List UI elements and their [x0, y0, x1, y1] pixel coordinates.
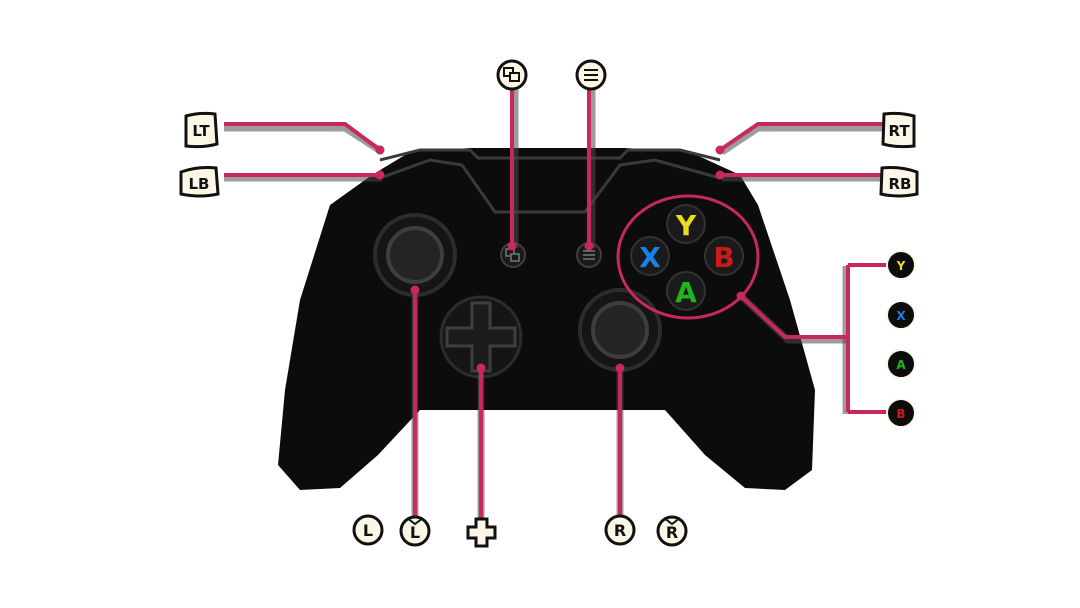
- legend-b-button: B: [886, 398, 916, 428]
- bumper-contour: [379, 148, 721, 162]
- svg-text:RT: RT: [888, 122, 910, 140]
- right-stick[interactable]: [578, 288, 662, 372]
- svg-text:L: L: [363, 521, 373, 540]
- svg-text:B: B: [896, 407, 905, 421]
- rt-label: RT: [881, 111, 916, 149]
- face-buttons-outline: [616, 194, 760, 320]
- svg-text:Y: Y: [896, 259, 906, 273]
- svg-text:X: X: [896, 309, 906, 323]
- legend-a-button: A: [886, 349, 916, 379]
- menu-icon: [575, 59, 607, 91]
- controller-body: [278, 148, 815, 490]
- lb-label: LB: [179, 166, 220, 198]
- legend-y-button: Y: [886, 250, 916, 280]
- svg-text:R: R: [614, 521, 626, 540]
- l-click-label: L: [399, 515, 431, 547]
- svg-text:RB: RB: [889, 175, 912, 193]
- anchor-dots: [375, 145, 746, 373]
- svg-text:L: L: [410, 523, 420, 542]
- left-stick[interactable]: [373, 213, 457, 297]
- view-icon: [496, 59, 528, 91]
- leader-lines: [224, 88, 888, 520]
- y-button[interactable]: Y: [666, 204, 706, 244]
- r-stick-label: R: [604, 514, 636, 546]
- x-button[interactable]: X: [630, 236, 670, 276]
- menu-button[interactable]: [576, 242, 602, 268]
- shoulder-contour: [379, 158, 721, 214]
- svg-text:B: B: [713, 241, 734, 274]
- svg-text:X: X: [639, 241, 661, 274]
- r-click-label: R: [656, 515, 688, 547]
- b-button[interactable]: B: [704, 236, 744, 276]
- svg-text:A: A: [896, 358, 906, 372]
- a-button[interactable]: A: [666, 271, 706, 311]
- svg-text:A: A: [675, 276, 697, 309]
- rb-label: RB: [879, 166, 919, 198]
- svg-text:LB: LB: [189, 175, 210, 193]
- svg-text:LT: LT: [192, 122, 210, 140]
- svg-text:Y: Y: [675, 209, 697, 242]
- lt-label: LT: [184, 111, 219, 149]
- svg-text:R: R: [666, 523, 678, 542]
- legend-x-button: X: [886, 300, 916, 330]
- dpad-icon: [466, 517, 497, 548]
- dpad[interactable]: [439, 295, 523, 379]
- l-stick-label: L: [352, 514, 384, 546]
